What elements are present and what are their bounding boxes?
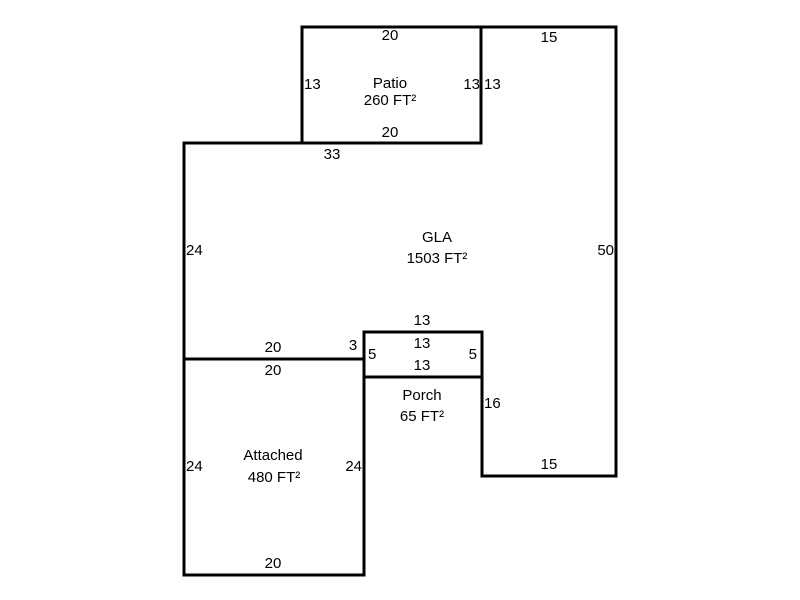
gla-area: 1503 FT² <box>407 250 468 267</box>
dim-attached-left: 24 <box>186 458 203 475</box>
dim-porch-top: 13 <box>414 312 431 329</box>
porch-name: Porch <box>402 387 441 404</box>
dim-porch-right: 5 <box>469 346 477 363</box>
dim-patio-right: 13 <box>463 76 480 93</box>
dim-attached-bottom: 20 <box>265 555 282 572</box>
dim-gla-top: 15 <box>541 29 558 46</box>
dim-gla-bottom-left: 20 <box>265 339 282 356</box>
dim-attached-top: 20 <box>265 362 282 379</box>
dim-gla-patio-right: 13 <box>484 76 501 93</box>
gla-name: GLA <box>422 229 452 246</box>
dim-gla-bottom-right: 15 <box>541 456 558 473</box>
dim-patio-bottom: 20 <box>382 124 399 141</box>
attached-outline <box>182 357 366 577</box>
dim-patio-left: 13 <box>304 76 321 93</box>
porch-area: 65 FT² <box>400 408 444 425</box>
patio-outline <box>300 25 483 145</box>
dim-patio-top: 20 <box>382 27 399 44</box>
attached-name: Attached <box>243 447 302 464</box>
dim-gla-step: 3 <box>349 337 357 354</box>
dim-gla-porch-right: 16 <box>484 395 501 412</box>
dim-porch-inner-bottom: 13 <box>414 357 431 374</box>
dim-porch-left: 5 <box>368 346 376 363</box>
attached-area: 480 FT² <box>248 469 301 486</box>
porch-outline <box>362 330 484 379</box>
patio-area: 260 FT² <box>364 92 417 109</box>
dim-gla-left-top: 33 <box>324 146 341 163</box>
dim-gla-right: 50 <box>597 242 614 259</box>
dim-porch-inner-top: 13 <box>414 335 431 352</box>
dim-attached-right: 24 <box>345 458 362 475</box>
dim-gla-left: 24 <box>186 242 203 259</box>
patio-name: Patio <box>373 75 407 92</box>
